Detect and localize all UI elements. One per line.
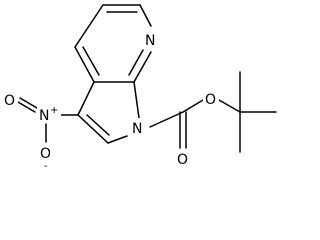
bond-nitro-n-o-top (17, 101, 36, 113)
bond-c3-c2 (77, 114, 109, 144)
bond-c4-c5 (74, 4, 104, 48)
bond-carbonyl-c-ester-o (182, 99, 204, 113)
pyrrole-nitrogen-label: N (132, 121, 142, 137)
bond-ester-o-tbu-c (218, 99, 241, 113)
bond-nitro-n-o-top-2 (19, 97, 38, 109)
bond-c3a-c3 (77, 81, 95, 116)
molecule-diagram: N N N + O O - O O (2, 4, 277, 171)
nitro-oxygen-double-label: O (4, 93, 15, 109)
bond-n1-c7a (133, 81, 140, 119)
nitro-oxygen-anion-label: O (40, 146, 51, 162)
bond-c6-n7 (139, 4, 152, 27)
bond-c7a-n7-inner (128, 49, 144, 76)
ester-oxygen-label: O (205, 92, 216, 108)
atom-labels: N N N + O O - O O (2, 30, 219, 171)
carbonyl-oxygen-label: O (177, 152, 188, 168)
nitro-nitrogen-label: N (39, 108, 49, 124)
bond-n1-carbonyl-c (149, 111, 184, 128)
bond-n7-c7a (133, 51, 152, 83)
bond-c2-c3-inner (86, 114, 110, 136)
bond-c2-n1 (107, 135, 128, 144)
bond-c3a-c4 (74, 46, 95, 83)
nitro-positive-charge: + (50, 105, 58, 116)
bonds (17, 4, 277, 153)
nitro-negative-charge: - (44, 161, 48, 171)
bond-c3a-c4-inner (82, 46, 100, 76)
pyridine-nitrogen-label: N (145, 33, 155, 49)
